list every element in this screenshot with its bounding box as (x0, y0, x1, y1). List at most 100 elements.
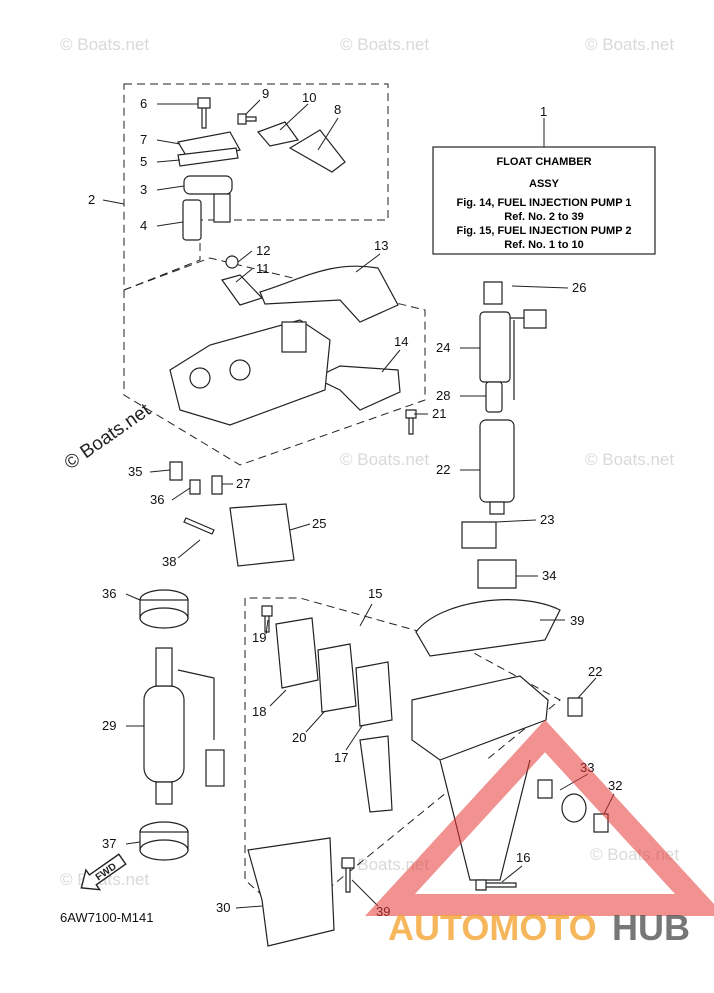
callout-1: 1 (540, 104, 547, 119)
part-damper-23 (537, 779, 587, 823)
part-pin-37 (183, 517, 215, 535)
callout-27: 25 (312, 516, 326, 531)
callout-34: 35 (128, 464, 142, 479)
callout-8: 8 (334, 102, 341, 117)
callout-10: 10 (302, 90, 316, 105)
ref-fig14: Fig. 14, FUEL INJECTION PUMP 1 (456, 197, 631, 209)
part-ring-36-lower (139, 821, 189, 861)
group-outline-upper (123, 83, 389, 291)
part-screw-12 (225, 255, 239, 269)
callout-36-upper: 36 (102, 586, 116, 601)
part-screw-21 (405, 409, 417, 435)
diagram-code: 6AW7100-M141 (60, 910, 153, 925)
part-filter-26 (479, 311, 511, 383)
part-screw-9 (237, 113, 257, 125)
ref-fig14-range: Ref. No. 2 to 39 (504, 211, 583, 223)
callout-32: 30 (216, 900, 230, 915)
part-bolt-34 (169, 461, 183, 481)
watermark: © Boats.net (340, 450, 429, 469)
watermark-dark: © Boats.net (61, 399, 155, 474)
ref-fig15-range: Ref. No. 1 to 10 (504, 239, 583, 251)
callout-13: 13 (374, 238, 388, 253)
callout-35: 36 (150, 492, 164, 507)
callout-17: 17 (334, 750, 348, 765)
callout-24: 22 (436, 462, 450, 477)
callout-6: 6 (140, 96, 147, 111)
part-grommet-29 (483, 281, 503, 305)
part-sleeve-4 (182, 199, 202, 241)
part-bracket-left (359, 735, 393, 813)
part-cover-27 (229, 503, 295, 567)
callout-28: 27 (236, 476, 250, 491)
callout-16: 16 (516, 850, 530, 865)
callout-18: 18 (252, 704, 266, 719)
callout-11: 11 (256, 261, 270, 276)
watermark: © Boats.net (60, 35, 149, 54)
callout-31: 29 (102, 718, 116, 733)
part-pin-28 (211, 475, 223, 495)
callout-30: 28 (436, 388, 450, 403)
ref-title: FLOAT CHAMBER (496, 156, 591, 168)
callout-37: 38 (162, 554, 176, 569)
ref-subtitle: ASSY (529, 178, 560, 190)
callout-25: 23 (540, 512, 554, 527)
part-plate-18 (275, 617, 319, 689)
part-bolt-6 (197, 97, 211, 129)
logo-text-automoto: AUTOMOTO (388, 907, 597, 948)
callout-12: 12 (256, 243, 270, 258)
callout-3: 3 (140, 182, 147, 197)
watermark: © Boats.net (585, 35, 674, 54)
part-fuel-pump-24 (479, 419, 515, 515)
callout-9: 9 (262, 86, 269, 101)
part-gasket-17 (355, 661, 393, 727)
callout-22-upper: 22 (588, 664, 602, 679)
part-fitting-11 (221, 274, 264, 306)
callout-22-lower: 32 (608, 778, 622, 793)
part-bolt-38 (341, 857, 355, 893)
callout-36-lower: 37 (102, 836, 116, 851)
part-hose-13 (259, 265, 399, 323)
callout-26: 24 (436, 340, 450, 355)
part-sensor-8 (288, 129, 346, 173)
part-ring-36-upper (139, 589, 189, 629)
part-valve-3 (183, 175, 233, 223)
callout-5: 5 (140, 154, 147, 169)
part-grommet-22-upper (567, 697, 583, 717)
callout-21: 21 (432, 406, 446, 421)
part-screw-19 (261, 605, 273, 633)
group-outline-main (123, 257, 426, 466)
part-float-chamber-body (169, 319, 331, 426)
watermark: © Boats.net (340, 35, 429, 54)
callout-19: 19 (252, 630, 266, 645)
part-plate-20 (317, 643, 357, 713)
part-bracket-10 (256, 121, 300, 147)
part-holder-25 (461, 521, 497, 549)
callout-7: 7 (140, 132, 147, 147)
callout-20: 20 (292, 730, 306, 745)
callout-4: 4 (140, 218, 147, 233)
part-hose-14 (313, 365, 401, 411)
reference-box: FLOAT CHAMBER ASSY Fig. 14, FUEL INJECTI… (432, 146, 656, 255)
callout-2: 2 (88, 192, 95, 207)
part-bracket-32 (247, 837, 335, 947)
part-gasket-39 (415, 599, 561, 657)
callout-39: 39 (570, 613, 584, 628)
ref-fig15: Fig. 15, FUEL INJECTION PUMP 2 (456, 225, 631, 237)
callout-14: 14 (394, 334, 408, 349)
group-outline-bottom (244, 597, 561, 921)
part-gasket-5 (177, 147, 239, 167)
part-clamp-33 (477, 559, 517, 589)
callout-33: 34 (542, 568, 556, 583)
watermark: © Boats.net (340, 855, 429, 874)
part-fuel-pump-31 (143, 647, 225, 805)
part-connector-29 (506, 309, 547, 400)
automotohub-wordmark: AUTOMOTO HUB (388, 907, 690, 948)
automotohub-logo (364, 719, 714, 916)
logo-text-hub: HUB (612, 907, 690, 948)
watermark: © Boats.net (585, 450, 674, 469)
callout-29: 26 (572, 280, 586, 295)
callout-15: 15 (368, 586, 382, 601)
part-screw-16 (475, 879, 517, 891)
